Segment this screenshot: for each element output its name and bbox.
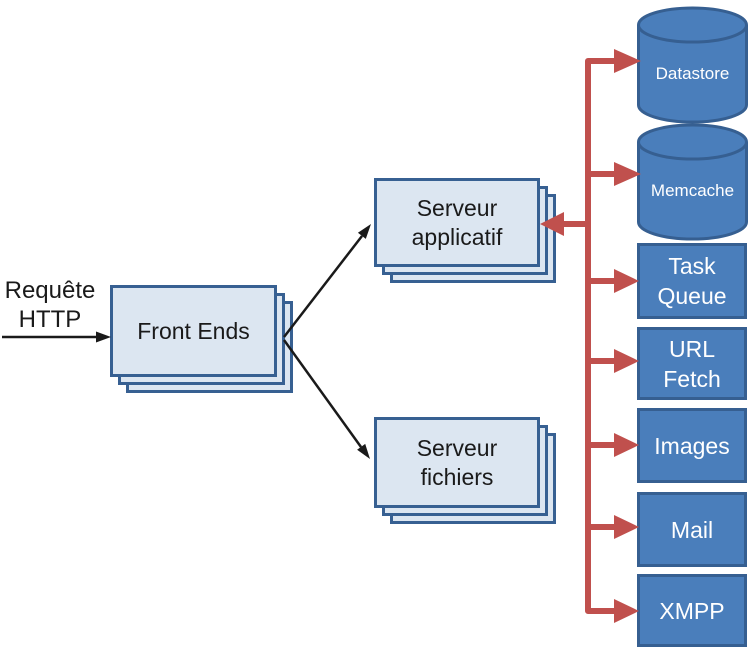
arrow-to-datastore	[614, 49, 641, 73]
arrow-to-images	[614, 433, 639, 457]
url-fetch-box: URL Fetch	[637, 327, 747, 400]
frontends-to-files-arrow-line	[282, 339, 363, 448]
arrow-to-urlfetch	[614, 349, 639, 373]
task-queue-label: Task Queue	[657, 253, 727, 309]
http-request-label: Requête HTTP	[4, 277, 96, 333]
task-queue-box: Task Queue	[637, 243, 747, 319]
file-server-box: Serveur fichiers	[374, 417, 540, 508]
frontends-to-app-arrow-head	[357, 224, 371, 239]
mail-box: Mail	[637, 492, 747, 567]
xmpp-box: XMPP	[637, 574, 747, 647]
images-box: Images	[637, 408, 747, 483]
frontends-to-files-arrow-head	[357, 443, 370, 459]
url-fetch-label: URL Fetch	[663, 335, 721, 392]
memcache-label: Memcache	[650, 180, 735, 200]
arrow-to-memcache	[614, 162, 641, 186]
front-ends-box: Front Ends	[110, 285, 277, 377]
images-label: Images	[654, 432, 730, 459]
file-server-label: Serveur fichiers	[416, 434, 498, 490]
arrow-to-mail	[614, 515, 639, 539]
frontends-to-app-arrow-line	[283, 235, 363, 338]
mail-label: Mail	[670, 516, 714, 543]
services-connector-trunk	[585, 58, 616, 614]
datastore-label: Datastore	[655, 63, 730, 83]
front-ends-label: Front Ends	[137, 317, 250, 344]
arrow-to-taskqueue	[614, 269, 639, 293]
arrow-to-xmpp	[614, 599, 639, 623]
app-server-label: Serveur applicatif	[411, 194, 503, 250]
xmpp-label: XMPP	[659, 597, 725, 624]
app-server-box: Serveur applicatif	[374, 178, 540, 267]
